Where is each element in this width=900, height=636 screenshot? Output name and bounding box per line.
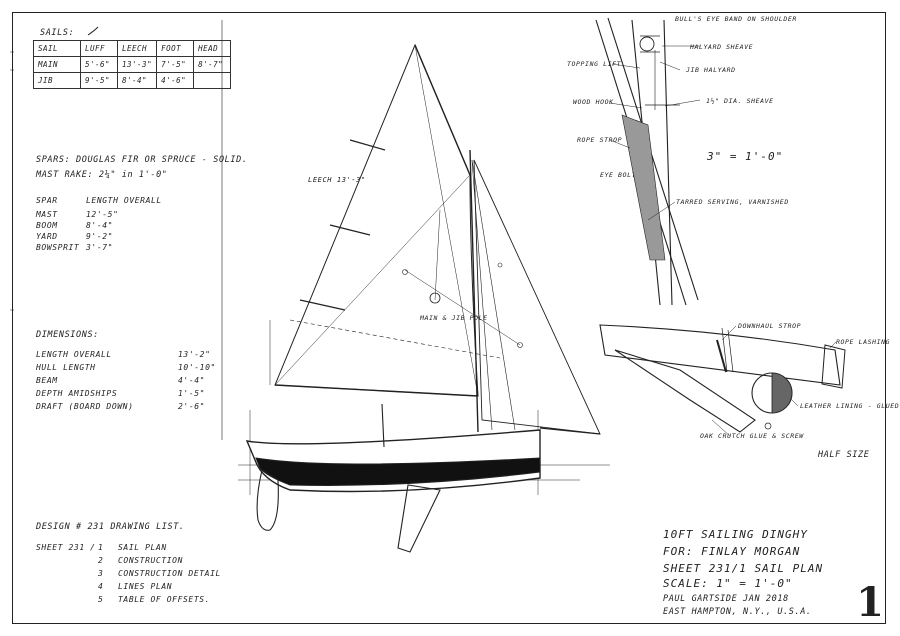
sheet-number: 1 xyxy=(856,579,884,626)
dimensions-title: DIMENSIONS: xyxy=(36,330,99,340)
drawing-list-num: 2 xyxy=(98,556,104,565)
drawing-list-label: CONSTRUCTION DETAIL xyxy=(118,569,221,578)
mast xyxy=(469,149,479,433)
mainsail xyxy=(274,43,479,397)
spar-length: 12'-5" xyxy=(86,210,119,219)
title-line-4: SCALE: 1" = 1'-0" xyxy=(663,577,793,590)
dimension-name: LENGTH OVERALL xyxy=(36,350,112,359)
sails-title-tick xyxy=(87,26,99,36)
spars-material: SPARS: DOUGLAS FIR OR SPRUCE - SOLID. xyxy=(36,155,248,165)
title-line-5: PAUL GARTSIDE JAN 2018 xyxy=(663,594,789,604)
dimension-name: DRAFT (BOARD DOWN) xyxy=(36,402,134,411)
drawing-list-num: 3 xyxy=(98,569,104,578)
jib xyxy=(473,159,601,435)
drawing-list-label: CONSTRUCTION xyxy=(118,556,183,565)
serving-label: TARRED SERVING, VARNISHED xyxy=(676,198,789,206)
hull-boot-stripe xyxy=(255,457,541,486)
drawing-list-title: DESIGN # 231 DRAWING LIST. xyxy=(36,522,185,532)
downhaul-strop-label: DOWNHAUL STROP xyxy=(738,322,802,330)
dia-sheave-label: 1½" DIA. SHEAVE xyxy=(706,97,774,105)
centreboard xyxy=(397,484,441,553)
rope-lashing-label: ROPE LASHING xyxy=(836,338,891,346)
drawing-list-num: 5 xyxy=(98,595,104,604)
drawing-list-num: 4 xyxy=(98,582,104,591)
sheet-border xyxy=(12,12,886,624)
title-line-2: FOR: FINLAY MORGAN xyxy=(663,545,801,558)
spar-name: YARD xyxy=(36,232,58,241)
spar-name: BOOM xyxy=(36,221,58,230)
centre-of-effort xyxy=(429,292,441,304)
sails-cell: 8'-4" xyxy=(116,72,158,89)
sails-cell xyxy=(193,72,232,89)
rope-strop-label: ROPE STROP xyxy=(577,136,623,144)
main-jib-pole-label: MAIN & JIB POLE xyxy=(420,314,488,322)
dimension-value: 1'-5" xyxy=(178,389,206,398)
bulls-eye-label: BULL'S EYE BAND ON SHOULDER xyxy=(675,15,797,23)
drawing-list-label: SAIL PLAN xyxy=(118,543,167,552)
spars-header-spar: SPAR xyxy=(36,196,58,205)
rudder xyxy=(256,469,279,531)
dimension-value: 13'-2" xyxy=(178,350,211,359)
sails-table-row: JIB 9'-5" 8'-4" 4'-6" xyxy=(33,72,232,89)
eye-bolt-label: EYE BOLT xyxy=(600,171,637,179)
drawing-list-label: TABLE OF OFFSETS. xyxy=(118,595,211,604)
drawing-list-label: LINES PLAN xyxy=(118,582,173,591)
leather-lining-label: LEATHER LINING - GLUED xyxy=(800,402,900,410)
dimension-name: DEPTH AMIDSHIPS xyxy=(36,389,118,398)
halyard-sheave-label: HALYARD SHEAVE xyxy=(690,43,754,51)
half-size-label: HALF SIZE xyxy=(818,450,870,460)
sails-table-title: SAILS: xyxy=(40,28,75,38)
dimension-name: HULL LENGTH xyxy=(36,363,96,372)
spar-length: 8'-4" xyxy=(86,221,114,230)
dimension-value: 10'-10" xyxy=(178,363,216,372)
serving-shading xyxy=(621,114,666,261)
title-line-1: 10FT SAILING DINGHY xyxy=(663,528,808,541)
topping-lift-label: TOPPING LIFT xyxy=(567,60,622,68)
dimension-name: BEAM xyxy=(36,376,58,385)
spar-name: BOWSPRIT xyxy=(36,243,80,252)
spar-length: 9'-2" xyxy=(86,232,114,241)
dimension-value: 2'-6" xyxy=(178,402,206,411)
dimension-value: 4'-4" xyxy=(178,376,206,385)
spar-name: MAST xyxy=(36,210,58,219)
mast-detail-scale: 3" = 1'-0" xyxy=(707,150,784,163)
oak-crutch-label: OAK CRUTCH GLUE & SCREW xyxy=(700,432,804,440)
sails-table: SAIL LUFF LEECH FOOT HEAD MAIN 5'-6" 13'… xyxy=(33,40,232,89)
spar-length: 3'-7" xyxy=(86,243,114,252)
spars-header-length: LENGTH OVERALL xyxy=(86,196,162,205)
crutch-detail xyxy=(614,349,756,433)
title-line-6: EAST HAMPTON, N.Y., U.S.A. xyxy=(663,607,812,617)
boom-detail xyxy=(599,324,841,386)
sheave xyxy=(639,36,655,52)
jib-halyard-label: JIB HALYARD xyxy=(686,66,736,74)
title-line-3: SHEET 231/1 SAIL PLAN xyxy=(663,562,824,575)
wood-hook-label: WOOD HOOK xyxy=(573,98,614,106)
leech-label: LEECH 13'-3" xyxy=(308,176,366,184)
drawing-list-num: 1 xyxy=(98,543,104,552)
drawing-list-sheet: SHEET 231 / xyxy=(36,543,96,552)
mast-rake: MAST RAKE: 2¼" in 1'-0" xyxy=(36,170,168,180)
sails-table-row: MAIN 5'-6" 13'-3" 7'-5" 8'-7" xyxy=(33,56,232,73)
